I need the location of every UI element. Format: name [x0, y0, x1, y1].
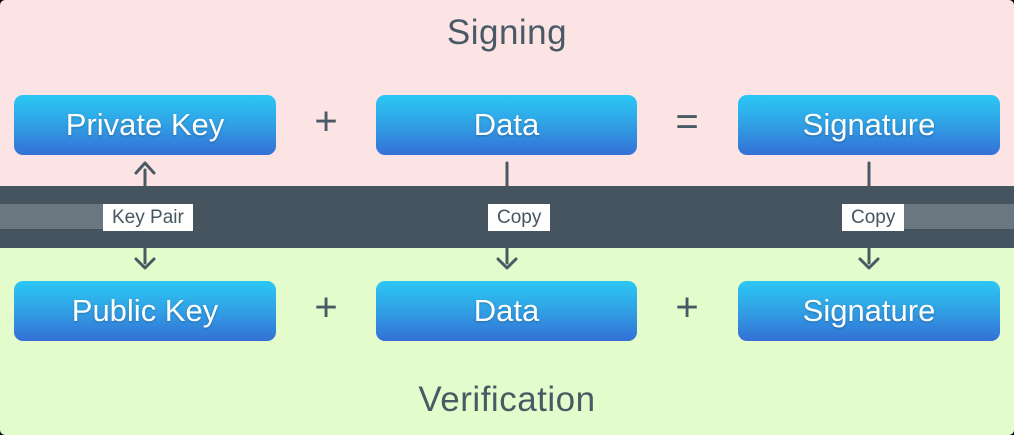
verification-title: Verification [418, 380, 596, 419]
public-key-box: Public Key [14, 281, 276, 341]
data-copy-label: Copy [488, 204, 551, 231]
signing-plus-operator: + [314, 99, 338, 144]
signature-copy-label: Copy [842, 204, 905, 231]
verification-plus-operator-1: + [314, 285, 338, 330]
key-pair-label: Key Pair [103, 204, 193, 231]
verification-plus-operator-2: + [675, 285, 699, 330]
verification-data-box: Data [376, 281, 637, 341]
band-strip-right [897, 204, 1014, 229]
signing-title: Signing [446, 13, 568, 52]
signing-data-box: Data [376, 95, 637, 155]
signing-signature-box: Signature [738, 95, 1000, 155]
verification-section [0, 248, 1014, 435]
private-key-box: Private Key [14, 95, 276, 155]
verification-signature-box: Signature [738, 281, 1000, 341]
band-strip-left [0, 204, 103, 229]
signing-equals-operator: = [675, 99, 699, 144]
signing-section [0, 0, 1014, 186]
